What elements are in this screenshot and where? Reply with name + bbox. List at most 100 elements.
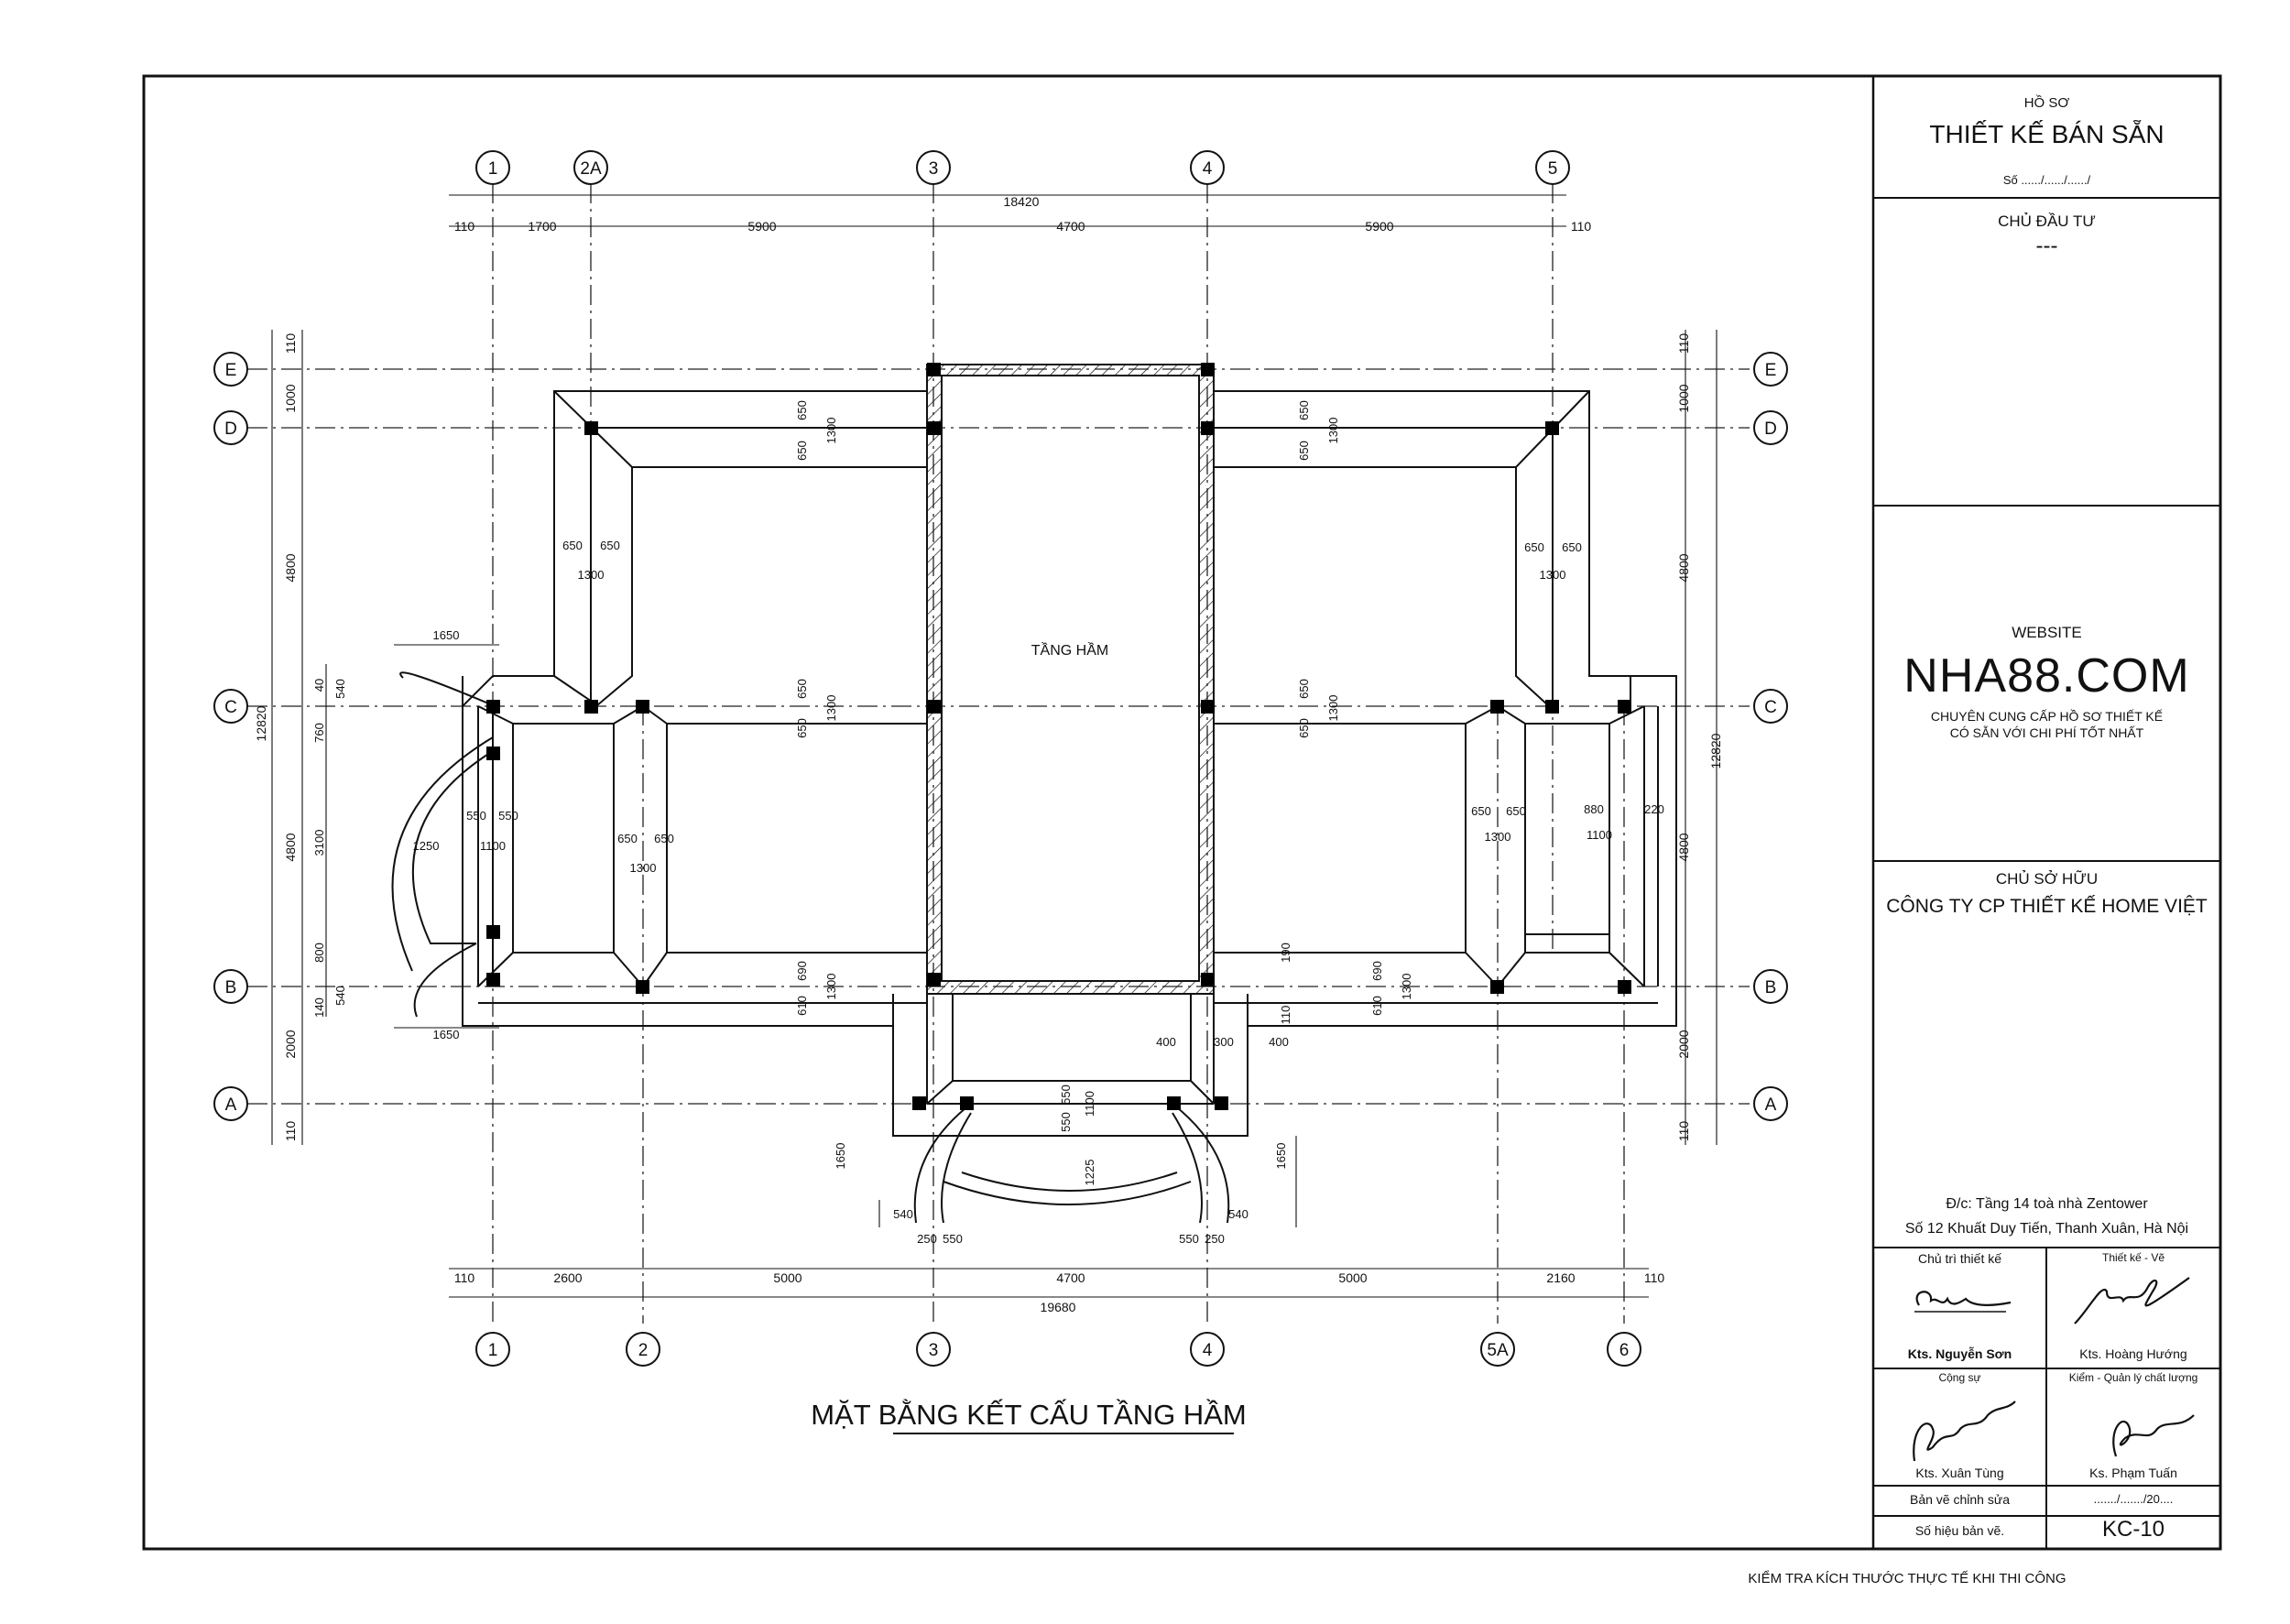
dim-front: 540 xyxy=(893,1207,913,1221)
signature-hoang-huong xyxy=(2074,1277,2190,1324)
dim-left: 110 xyxy=(283,333,298,354)
dim-bottom: 5000 xyxy=(1338,1270,1367,1285)
sheet-frame xyxy=(142,74,2222,1551)
dim-top-total: 18420 xyxy=(1004,194,1040,209)
dim-front: 400 xyxy=(1156,1035,1176,1049)
grid-label-left: D xyxy=(224,420,237,439)
dim-left-step: 760 xyxy=(312,723,326,743)
dim-mid-right: 1300 xyxy=(1326,695,1340,722)
tb-revision-value: ......./......./20.... xyxy=(2093,1492,2174,1506)
dim-left-bay: 1650 xyxy=(433,1028,460,1041)
dim-left-room: 1300 xyxy=(630,861,657,875)
dim-left-step: 540 xyxy=(333,679,347,699)
dim-left-bay: 1250 xyxy=(413,839,440,853)
dim-left-total: 12820 xyxy=(254,705,268,741)
tb-header-big xyxy=(1873,115,2220,119)
columns xyxy=(486,363,1631,1110)
dim-right: 4800 xyxy=(1676,833,1691,861)
signatures xyxy=(1913,1277,2195,1462)
dim-front: 1650 xyxy=(834,1143,847,1170)
dim-upper-left: 1300 xyxy=(824,418,838,444)
tb-role-4: Kiểm - Quản lý chất lượng xyxy=(2068,1371,2198,1384)
grid-label-top: 2A xyxy=(580,159,602,179)
dim-mid-left: 690 xyxy=(795,961,809,981)
dim-mid-right: 190 xyxy=(1279,943,1292,963)
grid-label-top: 5 xyxy=(1548,159,1558,179)
dim-upper-right: 650 xyxy=(1297,400,1311,420)
dim-mid-left: 650 xyxy=(795,718,809,738)
grid-label-right: C xyxy=(1764,698,1777,717)
dim-upper-left: 650 xyxy=(795,400,809,420)
dim-front: 1100 xyxy=(1083,1091,1096,1117)
title-block-lines xyxy=(1873,197,2220,1549)
dim-mid-right: 690 xyxy=(1370,961,1384,981)
dim-left: 4800 xyxy=(283,553,298,582)
dim-bottom-total: 19680 xyxy=(1041,1300,1076,1314)
dim-bottom: 5000 xyxy=(773,1270,802,1285)
tb-role-1: Chủ trì thiết kế xyxy=(1917,1251,2002,1266)
dim-mid-right: 110 xyxy=(1279,1006,1292,1025)
tb-address-2: Số 12 Khuất Duy Tiến, Thanh Xuân, Hà Nội xyxy=(1904,1221,2189,1237)
grid-label-top: 4 xyxy=(1203,159,1213,179)
dim-front: 550 xyxy=(1179,1232,1199,1246)
dim-right-room: 880 xyxy=(1584,802,1604,816)
dim-front: 250 xyxy=(1205,1232,1225,1246)
dim-top: 4700 xyxy=(1056,219,1085,234)
tb-investor-label: CHỦ ĐẦU TƯ xyxy=(1998,213,2096,230)
dim-top: 110 xyxy=(454,219,475,234)
dim-front: 250 xyxy=(917,1232,937,1246)
dim-left: 1000 xyxy=(283,384,298,412)
dim-mid-right: 650 xyxy=(1297,718,1311,738)
dim-upper-right: 1300 xyxy=(1540,568,1566,582)
dim-upper-left: 650 xyxy=(562,539,583,552)
dim-mid-right: 1300 xyxy=(1400,974,1413,1000)
tb-header: HỒ SƠ xyxy=(2023,95,2070,111)
dim-right: 4800 xyxy=(1676,553,1691,582)
dim-bottom: 2600 xyxy=(553,1270,582,1285)
grid-label-right: D xyxy=(1764,420,1777,439)
dim-upper-right: 650 xyxy=(1562,540,1582,554)
tb-number: Số ....../....../....../ xyxy=(2002,173,2091,187)
dim-left-bay: 1650 xyxy=(433,628,460,642)
dim-right-total: 12820 xyxy=(1708,733,1723,768)
tb-role-3: Cộng sự xyxy=(1938,1371,1981,1384)
dim-front: 550 xyxy=(1059,1084,1073,1105)
dim-left-step: 800 xyxy=(312,943,326,963)
footer-note: KIỂM TRA KÍCH THƯỚC THỰC TẾ KHI THI CÔNG xyxy=(1748,1570,2066,1586)
grid-label-right: A xyxy=(1765,1095,1777,1115)
dim-mid-left: 1300 xyxy=(824,695,838,722)
dim-front: 540 xyxy=(1228,1207,1249,1221)
dim-left-room: 550 xyxy=(466,809,486,823)
grid-bubbles xyxy=(213,150,1788,1367)
dim-front: 1650 xyxy=(1274,1143,1288,1170)
tb-title: THIẾT KẾ BÁN SẴN xyxy=(1929,120,2165,148)
dim-left: 4800 xyxy=(283,833,298,861)
dim-top: 110 xyxy=(1571,219,1592,234)
grid-label-bottom: 4 xyxy=(1203,1341,1213,1360)
signature-xuan-tung xyxy=(1913,1401,2016,1462)
tb-name-3: Kts. Xuân Tùng xyxy=(1915,1466,2004,1480)
dim-mid-right: 650 xyxy=(1297,679,1311,699)
dim-right-room: 650 xyxy=(1471,804,1491,818)
dim-left-room: 1100 xyxy=(480,839,506,853)
tb-tagline-2: CÓ SẴN VỚI CHI PHÍ TỐT NHẤT xyxy=(1949,725,2144,740)
signature-pham-tuan xyxy=(2112,1414,2195,1457)
grid-label-bottom: 3 xyxy=(929,1341,939,1360)
dim-left-step: 3100 xyxy=(312,830,326,856)
dim-left-room: 650 xyxy=(617,832,638,845)
grid-label-left: A xyxy=(225,1095,237,1115)
tb-owner-label: CHỦ SỞ HỮU xyxy=(1995,870,2099,888)
signature-nguyen-son xyxy=(1915,1291,2012,1306)
grid-label-top: 3 xyxy=(929,159,939,179)
dim-left-room: 650 xyxy=(654,832,674,845)
dim-front: 400 xyxy=(1269,1035,1289,1049)
tb-sheet-label: Số hiệu bản vẽ. xyxy=(1914,1523,2005,1538)
tb-name-1: Kts. Nguyễn Sơn xyxy=(1907,1346,2012,1361)
dim-bottom: 110 xyxy=(454,1270,475,1285)
grid-label-top: 1 xyxy=(488,159,498,179)
dim-right-room: 1300 xyxy=(1485,830,1511,844)
dim-bottom: 110 xyxy=(1644,1270,1665,1285)
grid-label-bottom: 5A xyxy=(1487,1341,1509,1360)
